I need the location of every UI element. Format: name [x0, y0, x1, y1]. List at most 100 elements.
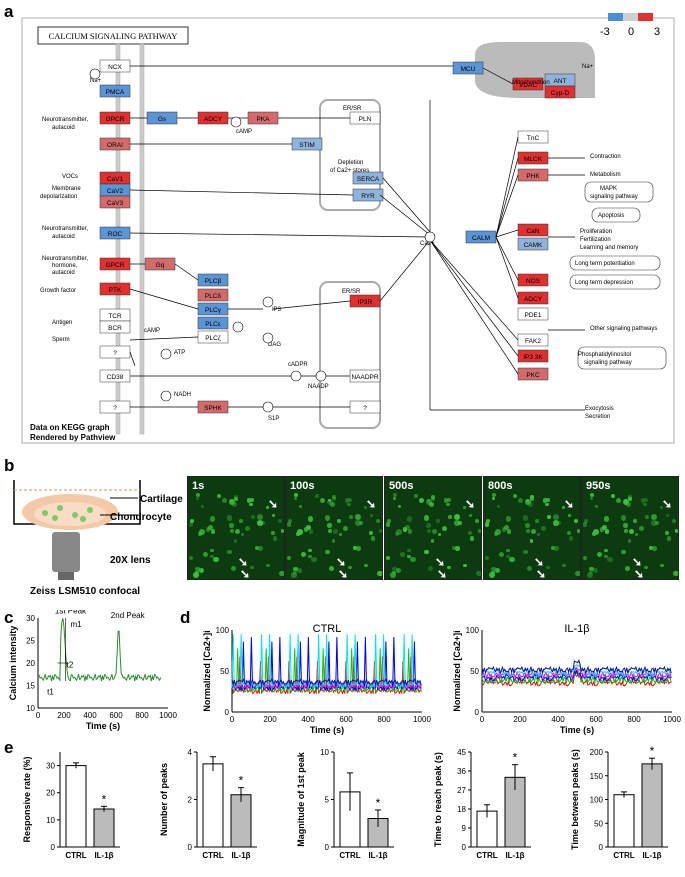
y-tick-label: 10 [320, 748, 329, 757]
cell-dot [427, 566, 433, 571]
x-tick-label: 200 [513, 715, 527, 724]
time-label: 500s [389, 480, 414, 492]
cell-dot [200, 505, 204, 509]
gene-ncx: NCX [99, 59, 131, 73]
gene-ip3r: IP3R [349, 294, 381, 308]
category-label: CTRL [613, 851, 634, 860]
cell-dot [355, 513, 362, 520]
y-tick-label: 5 [325, 796, 330, 805]
arrow-marker: ➘ [435, 555, 446, 569]
significance-star: * [102, 792, 107, 806]
label-ltd: Long term depression [575, 280, 633, 286]
cell-dot [589, 566, 595, 572]
cell-dot [234, 539, 238, 543]
label-depol: depolarization [40, 194, 77, 200]
box-mapk [584, 181, 654, 203]
label-cadpr: cADPR [288, 362, 308, 368]
cell-dot [296, 532, 301, 537]
cell-dot [188, 521, 194, 527]
arrow-marker: ➘ [534, 555, 545, 569]
legend-max: 3 [654, 26, 660, 38]
svg-text:CaN: CaN [526, 228, 539, 235]
category-label: IL-1β [505, 851, 524, 860]
chondrocyte-label: Chondrocyte [110, 512, 172, 523]
cell-dot [667, 536, 672, 541]
series-line [481, 669, 672, 685]
gene-sphk: SPHK [197, 400, 229, 414]
cell-dot [505, 516, 511, 522]
cell-dot [530, 539, 534, 543]
gene-mcu: MCU [452, 61, 484, 75]
cell-dot [526, 566, 532, 571]
significance-star: * [376, 796, 381, 810]
y-tick-label: 0 [51, 843, 56, 852]
cell-dot [407, 554, 411, 559]
cell-dot [230, 566, 236, 571]
cell-dot [624, 528, 629, 533]
gene-gpcr2: GPCR [99, 257, 131, 271]
label-growth: Growth factor [40, 288, 76, 294]
cell-dot [477, 529, 481, 533]
x-tick-label: 800 [135, 711, 149, 720]
cell-dot [567, 531, 571, 536]
gene-plcg: PLCγ [197, 302, 229, 316]
label-phosph2: signaling pathway [584, 360, 632, 366]
svg-text:ADCY: ADCY [204, 116, 223, 123]
cell-dot [229, 498, 236, 505]
cell-dot [221, 497, 228, 504]
cell-dot [638, 525, 644, 531]
label-contraction: Contraction [590, 154, 621, 160]
cell-dot [251, 515, 255, 519]
cell-dot [430, 496, 435, 501]
cell-dot [213, 556, 219, 563]
gene-q1: ? [99, 345, 131, 359]
y-tick-label: 10 [26, 704, 35, 713]
cell-dot [297, 529, 304, 536]
cell-dot [620, 515, 626, 521]
cell-dot [568, 513, 572, 517]
cell-dot [370, 513, 374, 517]
cell-dot [447, 565, 451, 570]
cell-dot [525, 498, 532, 505]
time-label: 1s [192, 480, 205, 492]
bar-CTRL [613, 794, 635, 848]
gene-vdac: VDAC [512, 77, 544, 91]
panel-e-letter: e [4, 738, 14, 757]
gene-can: CaN [517, 223, 549, 237]
svg-text:GPCR: GPCR [106, 116, 125, 123]
cell-dot [545, 497, 551, 503]
cell-dot [610, 493, 616, 499]
cell-dot [293, 566, 299, 572]
cell-dot [319, 497, 326, 504]
cell-dot [353, 545, 358, 550]
cell-dot [446, 497, 452, 503]
cell-dot [624, 566, 630, 571]
cell-dot [255, 545, 260, 550]
y-tick-label: 0 [325, 843, 330, 852]
gene-cypd: Cyp-D [544, 85, 576, 99]
cell-dot [426, 498, 433, 505]
y-tick-label: 15 [26, 682, 35, 691]
cell-dot [303, 527, 309, 532]
cell-dot [651, 520, 658, 526]
y-axis-label: Calcium intensity [8, 626, 18, 701]
gene-pde1: PDE1 [517, 307, 549, 321]
cell-dot [589, 492, 595, 498]
cell-dot [512, 493, 518, 499]
svg-text:PHK: PHK [526, 173, 540, 180]
cell-dot [405, 524, 411, 530]
cell-dot [584, 518, 589, 523]
label-dag: DAG [268, 342, 281, 348]
svg-text:PLCβ: PLCβ [205, 278, 222, 285]
svg-text:PLCδ: PLCδ [205, 293, 222, 300]
cell-dot [298, 505, 302, 509]
x-tick-label: 800 [627, 715, 641, 724]
y-tick-label: 27 [457, 786, 466, 795]
cell-dot [195, 496, 200, 501]
svg-text:STIM: STIM [299, 142, 315, 149]
cell-dot [239, 519, 243, 523]
cell-dot [496, 505, 500, 509]
